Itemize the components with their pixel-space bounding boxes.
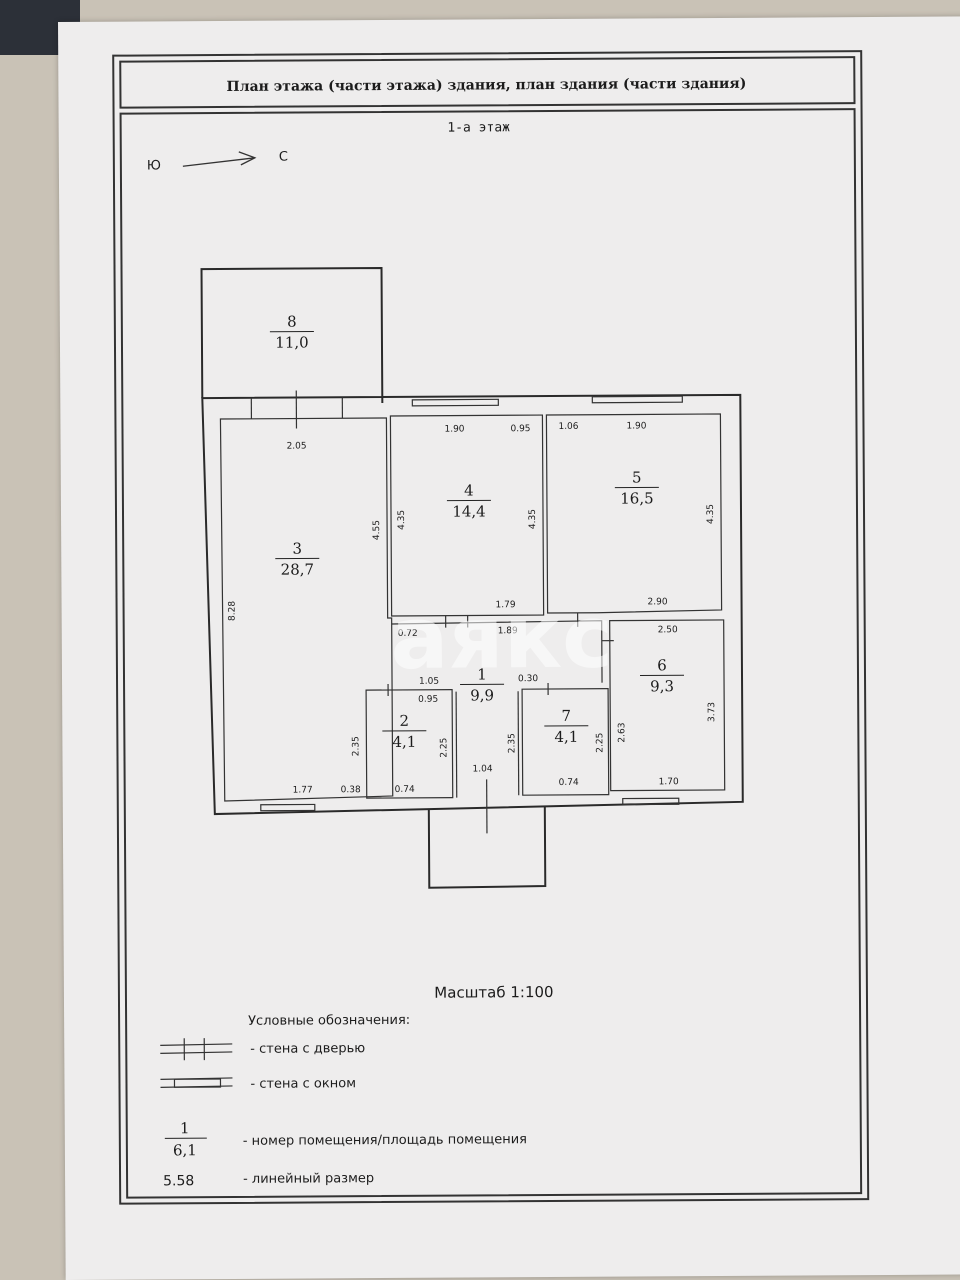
dim-1-90-b: 1.90 (626, 421, 646, 431)
room-8-area: 11,0 (275, 333, 309, 351)
dim-2-50: 2.50 (658, 625, 678, 635)
door-wall-symbol-icon (160, 1038, 233, 1061)
room-5-outline (545, 413, 723, 614)
dim-1-89: 1.89 (498, 626, 518, 636)
room-3-outline (219, 417, 394, 802)
building-outer-wall (201, 393, 744, 816)
dim-0-74-b: 0.74 (559, 778, 579, 788)
room-8-number: 8 (287, 313, 297, 331)
dim-0-74-a: 0.74 (395, 785, 415, 795)
room-7-number: 7 (561, 707, 571, 725)
room-7-outline (521, 688, 610, 796)
dim-2-05: 2.05 (287, 441, 307, 451)
title-box (119, 56, 856, 109)
legend-dim-desc: - линейный размер (243, 1171, 374, 1187)
room-2-number: 2 (399, 712, 409, 730)
floor-plan-drawing: План этажа (части этажа) здания, план зд… (112, 50, 870, 1205)
legend-title: Условные обозначения: (248, 1013, 410, 1029)
room-3-number: 3 (292, 540, 302, 558)
legend-sample-area: 6,1 (173, 1141, 197, 1159)
entrance-porch (427, 807, 547, 889)
room-5-number: 5 (632, 468, 642, 486)
dim-1-79: 1.79 (496, 600, 516, 610)
room-6-outline (609, 619, 726, 792)
room-4-number: 4 (464, 481, 474, 499)
window-marks (250, 395, 683, 812)
room-1-west-wall (455, 691, 458, 798)
room-8-walls (200, 267, 384, 404)
dimension-labels: 2.05 1.90 0.95 1.06 1.90 4.55 4.35 4.35 … (228, 421, 718, 795)
compass-north: С (279, 150, 288, 165)
dim-0-95-a: 0.95 (510, 424, 530, 434)
room-6-number: 6 (657, 656, 667, 674)
floor-label: 1-а этаж (447, 120, 510, 135)
dim-1-05: 1.05 (419, 677, 439, 687)
room-1-number: 1 (477, 665, 487, 683)
legend-sample-number: 1 (180, 1119, 190, 1137)
compass-arrow-icon (182, 151, 257, 167)
dim-2-35-a: 2.35 (351, 736, 361, 756)
dim-8-28: 8.28 (228, 601, 238, 621)
dim-1-70: 1.70 (659, 777, 679, 787)
legend-room-label-desc: - номер помещения/площадь помещения (243, 1132, 527, 1149)
dim-0-72: 0.72 (398, 629, 418, 639)
dim-2-25-a: 2.25 (439, 738, 449, 758)
room-1-outline (391, 620, 603, 683)
room-1-east-wall (517, 691, 520, 796)
door-marks (295, 390, 614, 834)
dim-3-73: 3.73 (707, 702, 717, 722)
dim-4-35-c: 4.35 (706, 504, 716, 524)
plan-title: План этажа (части этажа) здания, план зд… (226, 76, 746, 95)
dim-2-90: 2.90 (648, 597, 668, 607)
outer-frame (112, 50, 870, 1205)
dim-2-35-b: 2.35 (507, 733, 517, 753)
legend-sample-dim: 5.58 (163, 1173, 194, 1189)
room-2-area: 4,1 (392, 733, 416, 751)
room-4-area: 14,4 (452, 502, 486, 520)
dim-0-95-b: 0.95 (418, 695, 438, 705)
dim-1-06: 1.06 (558, 422, 578, 432)
room-1-area: 9,9 (470, 686, 494, 704)
dim-1-04: 1.04 (473, 764, 493, 774)
dim-0-30: 0.30 (518, 674, 538, 684)
window-wall-symbol-icon (160, 1077, 233, 1088)
scale-label: Масштаб 1:100 (434, 983, 553, 1002)
room-labels: 8 11,0 3 28,7 4 14,4 5 16,5 6 9,3 1 9,9 … (269, 313, 685, 751)
legend-window-wall: - стена с окном (250, 1076, 356, 1092)
floor-plan-sheet: План этажа (части этажа) здания, план зд… (58, 16, 960, 1280)
room-2-outline (365, 689, 454, 799)
dim-4-35-b: 4.35 (528, 509, 538, 529)
legend-door-wall: - стена с дверью (250, 1041, 365, 1057)
dim-1-77: 1.77 (293, 785, 313, 795)
room-3-area: 28,7 (281, 560, 315, 578)
room-7-area: 4,1 (554, 728, 578, 746)
drawing-box (119, 108, 863, 1199)
dim-1-90-a: 1.90 (444, 425, 464, 435)
compass-south: Ю (147, 158, 161, 173)
room-6-area: 9,3 (650, 677, 674, 695)
dim-4-35-a: 4.35 (397, 510, 407, 530)
dim-2-25-b: 2.25 (595, 733, 605, 753)
dim-4-55: 4.55 (372, 520, 382, 540)
dim-0-38: 0.38 (341, 785, 361, 795)
dim-2-63: 2.63 (617, 723, 627, 743)
watermark-logo: аякс (390, 588, 613, 689)
room-5-area: 16,5 (620, 489, 654, 507)
